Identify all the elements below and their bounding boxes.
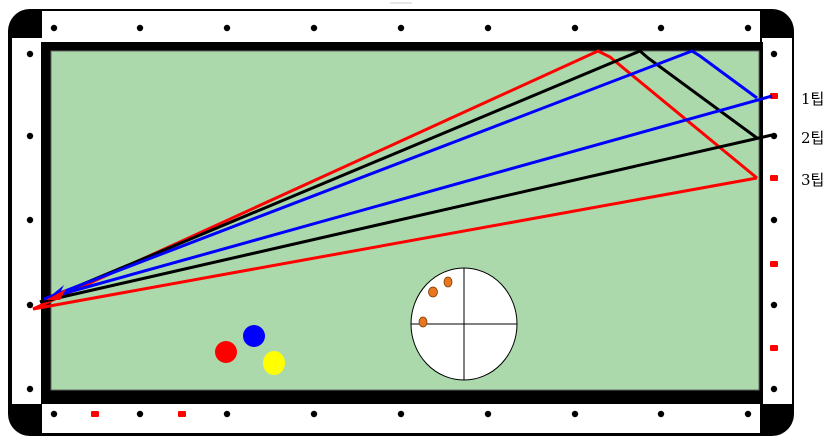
diamonds-bottom-rail [50, 410, 752, 418]
ball-red [215, 341, 237, 363]
diamonds-top-rail [50, 24, 752, 32]
diamond-marker [770, 50, 778, 58]
highlight-marker [770, 175, 778, 181]
diamond-marker [657, 24, 665, 32]
path-tip1-upper [43, 49, 758, 301]
cushion-outline [41, 42, 763, 404]
diamond-marker [26, 385, 34, 393]
diamond-marker [571, 24, 579, 32]
diamond-marker [484, 410, 492, 418]
paths-tip1 [43, 49, 773, 301]
tip-label-3: 3팁 [801, 171, 824, 189]
path-arrowhead-red [46, 289, 66, 300]
diamond-marker [50, 24, 58, 32]
diamond-marker [50, 410, 58, 418]
diamond-marker [484, 24, 492, 32]
rail-bottom [42, 403, 760, 433]
highlight-marker [178, 411, 186, 417]
diamonds-left-rail [26, 50, 34, 393]
diamond-marker [770, 385, 778, 393]
diamond-marker [310, 24, 318, 32]
diamond-marker [744, 410, 752, 418]
diamond-marker [223, 410, 231, 418]
diamond-marker [136, 410, 144, 418]
tip-point-3 [418, 316, 428, 328]
path-tip1-lower [43, 94, 773, 301]
diamond-marker [657, 410, 665, 418]
felt-playing-surface [50, 50, 760, 391]
diamond-marker [397, 410, 405, 418]
diamond-marker [223, 24, 231, 32]
paths-tip3 [32, 49, 758, 311]
diamond-marker [770, 132, 778, 140]
highlight-marker [770, 345, 778, 351]
path-tip3-lower [32, 176, 758, 311]
diamond-marker [770, 301, 778, 309]
tip-point-2 [428, 286, 438, 298]
tip-point-1 [443, 276, 453, 288]
ball-blue [243, 325, 265, 347]
paths-tip2 [39, 49, 773, 304]
english-diagram [410, 267, 518, 381]
path-arrowhead-blue [48, 285, 64, 298]
diamond-marker [571, 410, 579, 418]
diamond-marker [26, 301, 34, 309]
diamond-marker [397, 24, 405, 32]
path-tip2-lower [39, 133, 773, 304]
diamond-marker [26, 216, 34, 224]
diamond-marker [26, 132, 34, 140]
path-tip2-upper [39, 49, 758, 304]
diamond-marker [310, 410, 318, 418]
tip-label-1: 1팁 [801, 90, 824, 108]
highlight-marker [91, 411, 99, 417]
diamond-marker [744, 24, 752, 32]
tip-label-2: 2팁 [801, 129, 824, 147]
diamond-marker [136, 24, 144, 32]
highlight-marker [770, 261, 778, 267]
diamond-marker [26, 50, 34, 58]
ball-yellow [263, 351, 285, 375]
diamond-marker [770, 216, 778, 224]
path-tip3-upper [32, 49, 758, 311]
